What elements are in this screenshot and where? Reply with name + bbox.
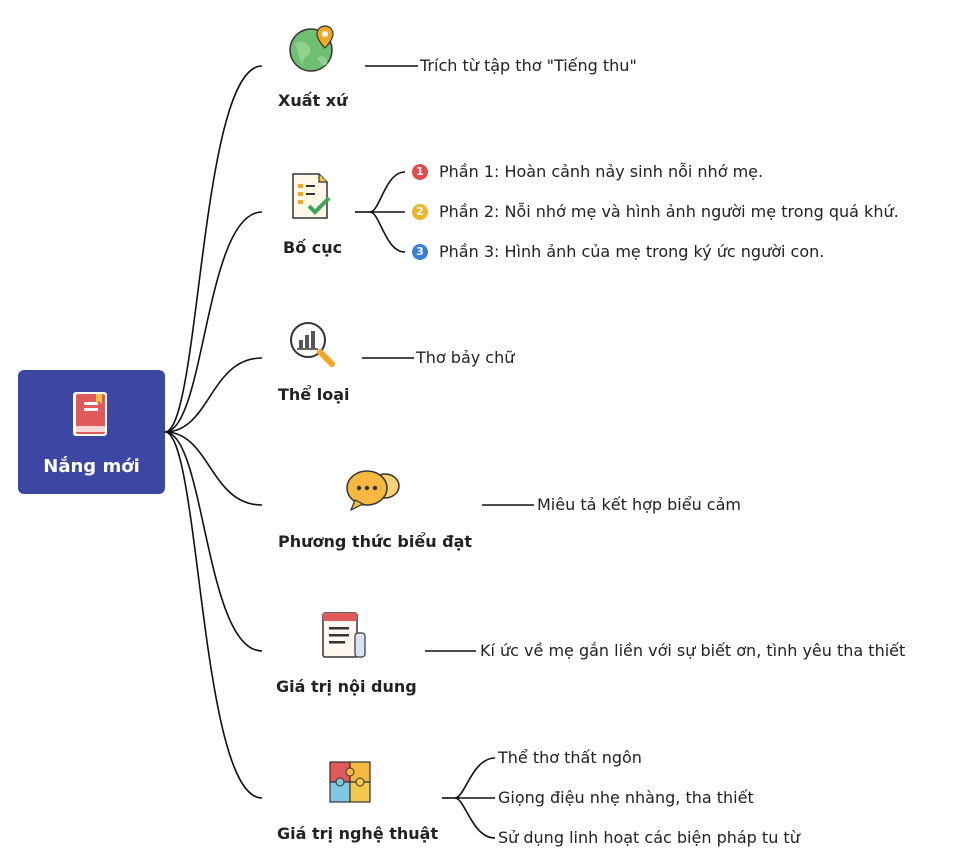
branch-label-art-value[interactable]: Giá trị nghệ thuật [277,824,439,843]
puzzle-icon [328,760,374,810]
leaf-art-value-3[interactable]: Sử dụng linh hoạt các biện pháp tu từ [498,828,800,847]
globe-pin-icon [289,24,337,78]
marker-1-icon: 1 [412,164,428,180]
document-scroll-icon [321,611,369,665]
leaf-art-value-2[interactable]: Giọng điệu nhẹ nhàng, tha thiết [498,788,754,807]
leaf-content-value[interactable]: Kí ức về mẹ gắn liền với sự biết ơn, tìn… [480,641,906,660]
leaf-structure-2[interactable]: Phần 2: Nỗi nhớ mẹ và hình ảnh người mẹ … [439,202,899,221]
magnifier-chart-icon [288,320,338,374]
leaf-structure-3[interactable]: Phần 3: Hình ảnh của mẹ trong ký ức ngườ… [439,242,825,261]
book-icon [70,390,110,442]
marker-3-icon: 3 [412,244,428,260]
leaf-structure-1[interactable]: Phần 1: Hoàn cảnh nảy sinh nỗi nhớ mẹ. [439,162,764,181]
leaf-genre[interactable]: Thơ bảy chữ [416,348,515,367]
marker-2-icon: 2 [412,204,428,220]
leaf-art-value-1[interactable]: Thể thơ thất ngôn [498,748,642,767]
branch-label-genre[interactable]: Thể loại [278,385,350,404]
speech-bubbles-icon [345,466,401,518]
root-node[interactable]: Nắng mới [18,370,165,494]
leaf-origin[interactable]: Trích từ tập thơ "Tiếng thu" [420,56,637,75]
branch-label-content-value[interactable]: Giá trị nội dung [276,677,417,696]
leaf-expression[interactable]: Miêu tả kết hợp biểu cảm [537,495,741,514]
branch-label-expression[interactable]: Phương thức biểu đạt [278,532,473,551]
root-label: Nắng mới [43,456,140,477]
branch-label-structure[interactable]: Bố cục [283,238,343,257]
checklist-icon [291,172,333,224]
branch-label-origin[interactable]: Xuất xứ [278,91,348,110]
